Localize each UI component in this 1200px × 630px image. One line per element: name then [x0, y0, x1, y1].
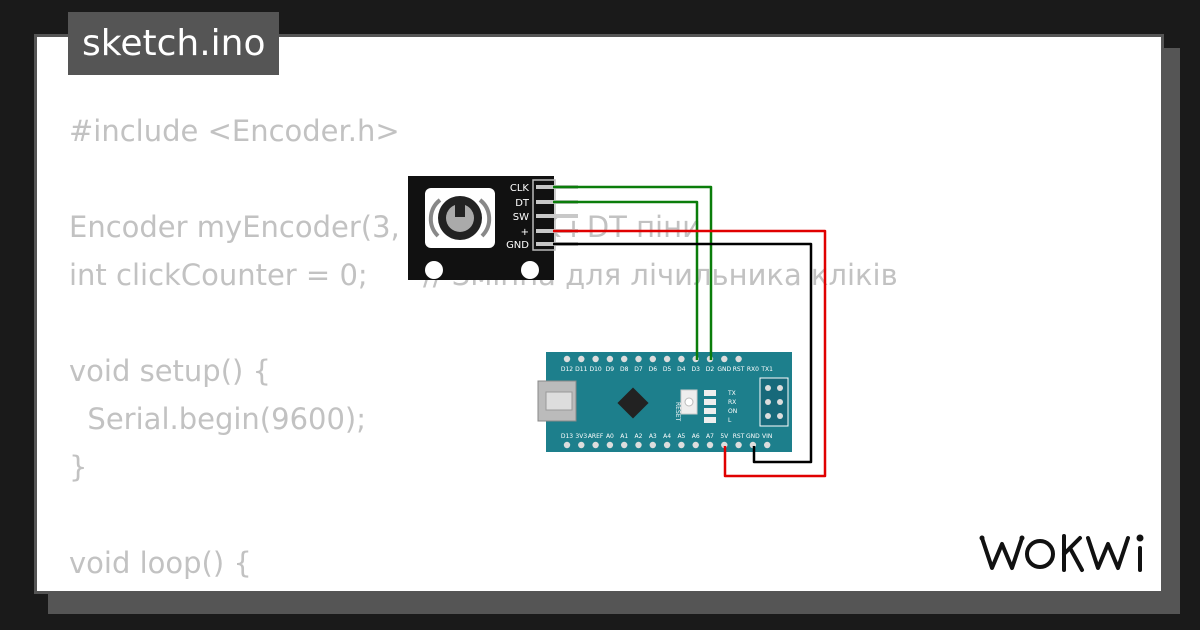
- code-line: }: [69, 450, 88, 484]
- mount-hole: [521, 261, 539, 279]
- code-line: void loop() {: [69, 546, 252, 580]
- nano-pin-label: A4: [663, 433, 671, 440]
- status-led: [704, 390, 716, 396]
- nano-pin-label: D13: [561, 433, 573, 440]
- nano-pin[interactable]: [663, 441, 671, 449]
- nano-pin-label: A5: [677, 433, 685, 440]
- nano-pin[interactable]: [735, 355, 742, 363]
- nano-pin[interactable]: [578, 441, 585, 449]
- nano-pin-label: RST: [733, 433, 745, 440]
- nano-pin[interactable]: [635, 441, 642, 449]
- nano-pin[interactable]: [663, 355, 671, 363]
- nano-pin-label: D4: [677, 366, 686, 373]
- nano-pin[interactable]: [649, 355, 656, 363]
- nano-pin[interactable]: [721, 355, 728, 363]
- icsp-pin: [765, 385, 771, 391]
- nano-pin[interactable]: [635, 355, 642, 363]
- nano-pin-label: TX1: [760, 366, 773, 373]
- icsp-pin: [777, 385, 783, 391]
- nano-pin-label: 3V3: [575, 433, 587, 440]
- wire-dt-d2: [553, 200, 699, 360]
- nano-pin-label: GND: [717, 366, 731, 373]
- status-led: [704, 417, 716, 423]
- icsp-pin: [765, 413, 771, 419]
- nano-pin[interactable]: [563, 441, 571, 449]
- led-label: L: [728, 417, 732, 424]
- encoder-pin-label: +: [521, 227, 529, 238]
- nano-pin[interactable]: [764, 441, 771, 449]
- nano-pin[interactable]: [692, 441, 699, 449]
- encoder-pin-label: DT: [515, 198, 530, 209]
- nano-pin-label: D2: [706, 366, 715, 373]
- led-label: TX: [727, 390, 736, 397]
- encoder-pin[interactable]: [536, 214, 578, 218]
- rotary-encoder[interactable]: CLK DT SW + GND: [408, 176, 578, 280]
- wire-vcc-5v: [553, 229, 827, 478]
- icsp-pin: [777, 399, 783, 405]
- nano-pin-label: RST: [733, 366, 745, 373]
- nano-pin-label: D5: [663, 366, 672, 373]
- nano-pin-label: D7: [634, 366, 643, 373]
- nano-pin-label: VIN: [762, 433, 772, 440]
- code-line: void setup() {: [69, 354, 271, 388]
- nano-pin[interactable]: [606, 441, 614, 449]
- encoder-knob-cap: [446, 204, 474, 232]
- nano-pin-label: A0: [606, 433, 614, 440]
- icsp-pin: [765, 399, 771, 405]
- nano-pin[interactable]: [592, 355, 599, 363]
- nano-pin-label: D9: [606, 366, 615, 373]
- wire-gnd-gnd: [553, 242, 813, 464]
- wokwi-logo: [979, 534, 1144, 572]
- nano-pin-label: D12: [561, 366, 573, 373]
- nano-pin-label: A3: [649, 433, 657, 440]
- code-line: #include <Encoder.h>: [69, 114, 400, 148]
- nano-pin-label: D3: [691, 366, 700, 373]
- nano-pin-label: D6: [649, 366, 658, 373]
- nano-board: [546, 352, 792, 452]
- nano-pin-label: A6: [692, 433, 700, 440]
- icsp-header: [759, 377, 789, 427]
- nano-pin-label: 5V: [720, 433, 729, 440]
- reset-label: RESET: [674, 402, 681, 422]
- nano-pin-label: D8: [620, 366, 629, 373]
- nano-pin[interactable]: [649, 441, 656, 449]
- mcu-chip: [617, 387, 649, 419]
- encoder-pin-label: CLK: [510, 183, 530, 194]
- nano-pin[interactable]: [606, 355, 614, 363]
- nano-pin-label: D10: [589, 366, 601, 373]
- nano-pin[interactable]: [735, 441, 742, 449]
- nano-pin-label: A1: [620, 433, 628, 440]
- code-line: Serial.begin(9600);: [69, 402, 367, 436]
- sketch-title: sketch.ino: [68, 12, 280, 75]
- nano-pin[interactable]: [563, 355, 571, 363]
- led-label: RX: [728, 399, 736, 406]
- nano-pin[interactable]: [678, 441, 685, 449]
- wires: [553, 185, 827, 478]
- nano-pin-label: A2: [635, 433, 643, 440]
- led-label: ON: [728, 408, 737, 415]
- nano-pin-label: RX0: [747, 366, 759, 373]
- nano-pin[interactable]: [678, 355, 685, 363]
- icsp-pin: [777, 413, 783, 419]
- nano-pin[interactable]: [621, 441, 628, 449]
- nano-pin-label: D11: [575, 366, 587, 373]
- nano-pin-label: AREF: [588, 433, 604, 440]
- mount-hole: [425, 261, 443, 279]
- nano-pin-label: GND: [746, 433, 760, 440]
- nano-pin[interactable]: [706, 441, 714, 449]
- nano-pin[interactable]: [592, 441, 599, 449]
- encoder-pin-label: SW: [513, 212, 529, 223]
- wire-clk-d3: [553, 185, 713, 360]
- nano-pin-label: A7: [706, 433, 714, 440]
- nano-pin[interactable]: [578, 355, 585, 363]
- status-led: [704, 399, 716, 405]
- nano-pin[interactable]: [621, 355, 628, 363]
- status-led: [704, 408, 716, 414]
- encoder-pin-label: GND: [506, 240, 529, 251]
